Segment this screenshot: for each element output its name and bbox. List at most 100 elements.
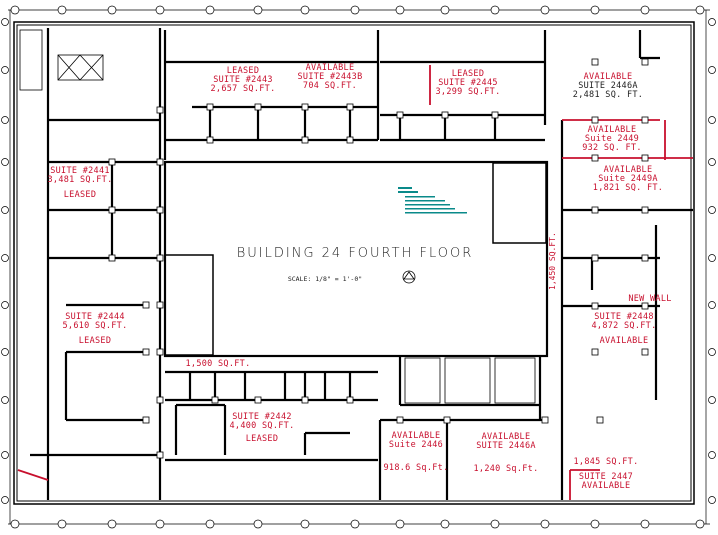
suite-status: AVAILABLE	[587, 125, 637, 135]
suite-status: LEASED	[245, 433, 279, 444]
column-marker	[591, 206, 599, 214]
grid-marker-icon	[708, 396, 716, 404]
grid-marker-icon	[708, 254, 716, 262]
note-text: NEW WALL	[628, 294, 672, 304]
column-marker	[301, 103, 309, 111]
grid-marker-icon	[440, 519, 450, 529]
restroom-fixtures	[404, 357, 536, 404]
suite-area: 932 SQ. FT.	[582, 142, 642, 153]
column-marker	[396, 416, 404, 424]
suite-2445-label: LEASED SUITE #2445 3,299 SQ.FT.	[435, 70, 500, 97]
grid-marker-icon	[708, 18, 716, 26]
column-marker	[142, 348, 150, 356]
grid-marker-icon	[107, 5, 117, 15]
grid-marker-icon	[1, 301, 9, 309]
suite-status: LEASED	[451, 69, 485, 79]
grid-marker-icon	[1, 348, 9, 356]
suite-2446-label: AVAILABLE Suite 2446 918.6 Sq.Ft.	[383, 432, 448, 473]
grid-marker-icon	[205, 5, 215, 15]
column-marker	[596, 416, 604, 424]
suite-2448-label: SUITE #2448 4,872 SQ.FT. AVAILABLE	[591, 313, 656, 346]
grid-marker-icon	[350, 5, 360, 15]
grid-marker-icon	[708, 116, 716, 124]
scale-note: SCALE: 1/8" = 1'-0"	[287, 275, 363, 283]
grid-marker-icon	[490, 519, 500, 529]
suite-status: AVAILABLE	[583, 72, 633, 82]
column-marker	[641, 58, 649, 66]
column-marker	[211, 396, 219, 404]
suite-status: AVAILABLE	[481, 432, 531, 442]
grid-marker-icon	[695, 5, 705, 15]
column-marker	[156, 254, 164, 262]
grid-marker-icon	[440, 5, 450, 15]
grid-marker-icon	[708, 301, 716, 309]
north-arrow-icon	[402, 270, 416, 284]
grid-marker-icon	[1, 451, 9, 459]
suite-name: SUITE #2443B	[297, 71, 363, 82]
suite-area: 2,657 SQ.FT.	[210, 83, 276, 94]
suite-area: 4,400 SQ.FT.	[229, 420, 295, 431]
column-marker	[301, 396, 309, 404]
suite-2449a-label: AVAILABLE Suite 2449A 1,821 SQ. FT.	[593, 166, 663, 193]
column-marker	[156, 451, 164, 459]
suite-area: 4,872 SQ.FT.	[591, 320, 657, 331]
column-marker	[156, 158, 164, 166]
suite-status: AVAILABLE	[599, 335, 649, 346]
suite-area: 1,845 SQ.FT.	[573, 457, 639, 467]
grid-marker-icon	[708, 451, 716, 459]
suite-status: AVAILABLE	[603, 165, 653, 175]
grid-marker-icon	[540, 519, 550, 529]
grid-marker-icon	[708, 158, 716, 166]
area-1450-label: 1,450 SQ.FT.	[548, 232, 557, 290]
grid-marker-icon	[300, 5, 310, 15]
column-marker	[142, 301, 150, 309]
suite-status: LEASED	[226, 66, 260, 76]
column-marker	[591, 302, 599, 310]
suite-name: SUITE #2441	[50, 166, 110, 176]
column-marker	[541, 416, 549, 424]
column-marker	[254, 396, 262, 404]
grid-marker-icon	[1, 496, 9, 504]
grid-marker-icon	[708, 206, 716, 214]
suite-2444-label: SUITE #2444 5,610 SQ.FT. LEASED	[62, 313, 127, 346]
grid-markers	[1, 5, 716, 529]
grid-marker-icon	[300, 519, 310, 529]
grid-marker-icon	[1, 18, 9, 26]
grid-marker-icon	[10, 519, 20, 529]
suite-2441-label: SUITE #2441 3,481 SQ.FT. LEASED	[47, 167, 112, 200]
suite-area: 3,481 SQ.FT.	[47, 174, 113, 185]
column-marker	[591, 154, 599, 162]
column-marker	[108, 206, 116, 214]
suite-area: 704 SQ.FT.	[302, 80, 358, 91]
grid-marker-icon	[590, 5, 600, 15]
suite-name: SUITE #2442	[232, 412, 292, 422]
suite-name: SUITE #2448	[594, 312, 654, 322]
grid-marker-icon	[57, 519, 67, 529]
suite-status: LEASED	[63, 189, 97, 200]
column-marker	[641, 154, 649, 162]
grid-marker-icon	[205, 519, 215, 529]
stair-icon	[19, 29, 104, 91]
suite-area: 5,610 SQ.FT.	[62, 320, 128, 331]
grid-marker-icon	[10, 5, 20, 15]
grid-marker-icon	[1, 396, 9, 404]
column-marker	[396, 111, 404, 119]
column-marker	[346, 396, 354, 404]
grid-marker-icon	[155, 519, 165, 529]
new-wall-label: NEW WALL	[628, 295, 671, 304]
suite-status: LEASED	[78, 335, 112, 346]
grid-marker-icon	[540, 5, 550, 15]
suite-name: Suite 2446	[388, 439, 444, 450]
suite-2447-label: 1,845 SQ.FT. SUITE 2447 AVAILABLE	[573, 458, 638, 491]
column-marker	[206, 103, 214, 111]
column-marker	[142, 416, 150, 424]
grid-marker-icon	[708, 496, 716, 504]
area-1500-label: 1,500 SQ.FT.	[185, 360, 250, 369]
grid-marker-icon	[1, 206, 9, 214]
column-marker	[641, 302, 649, 310]
column-marker	[441, 111, 449, 119]
suite-status: AVAILABLE	[391, 431, 441, 441]
grid-marker-icon	[1, 116, 9, 124]
